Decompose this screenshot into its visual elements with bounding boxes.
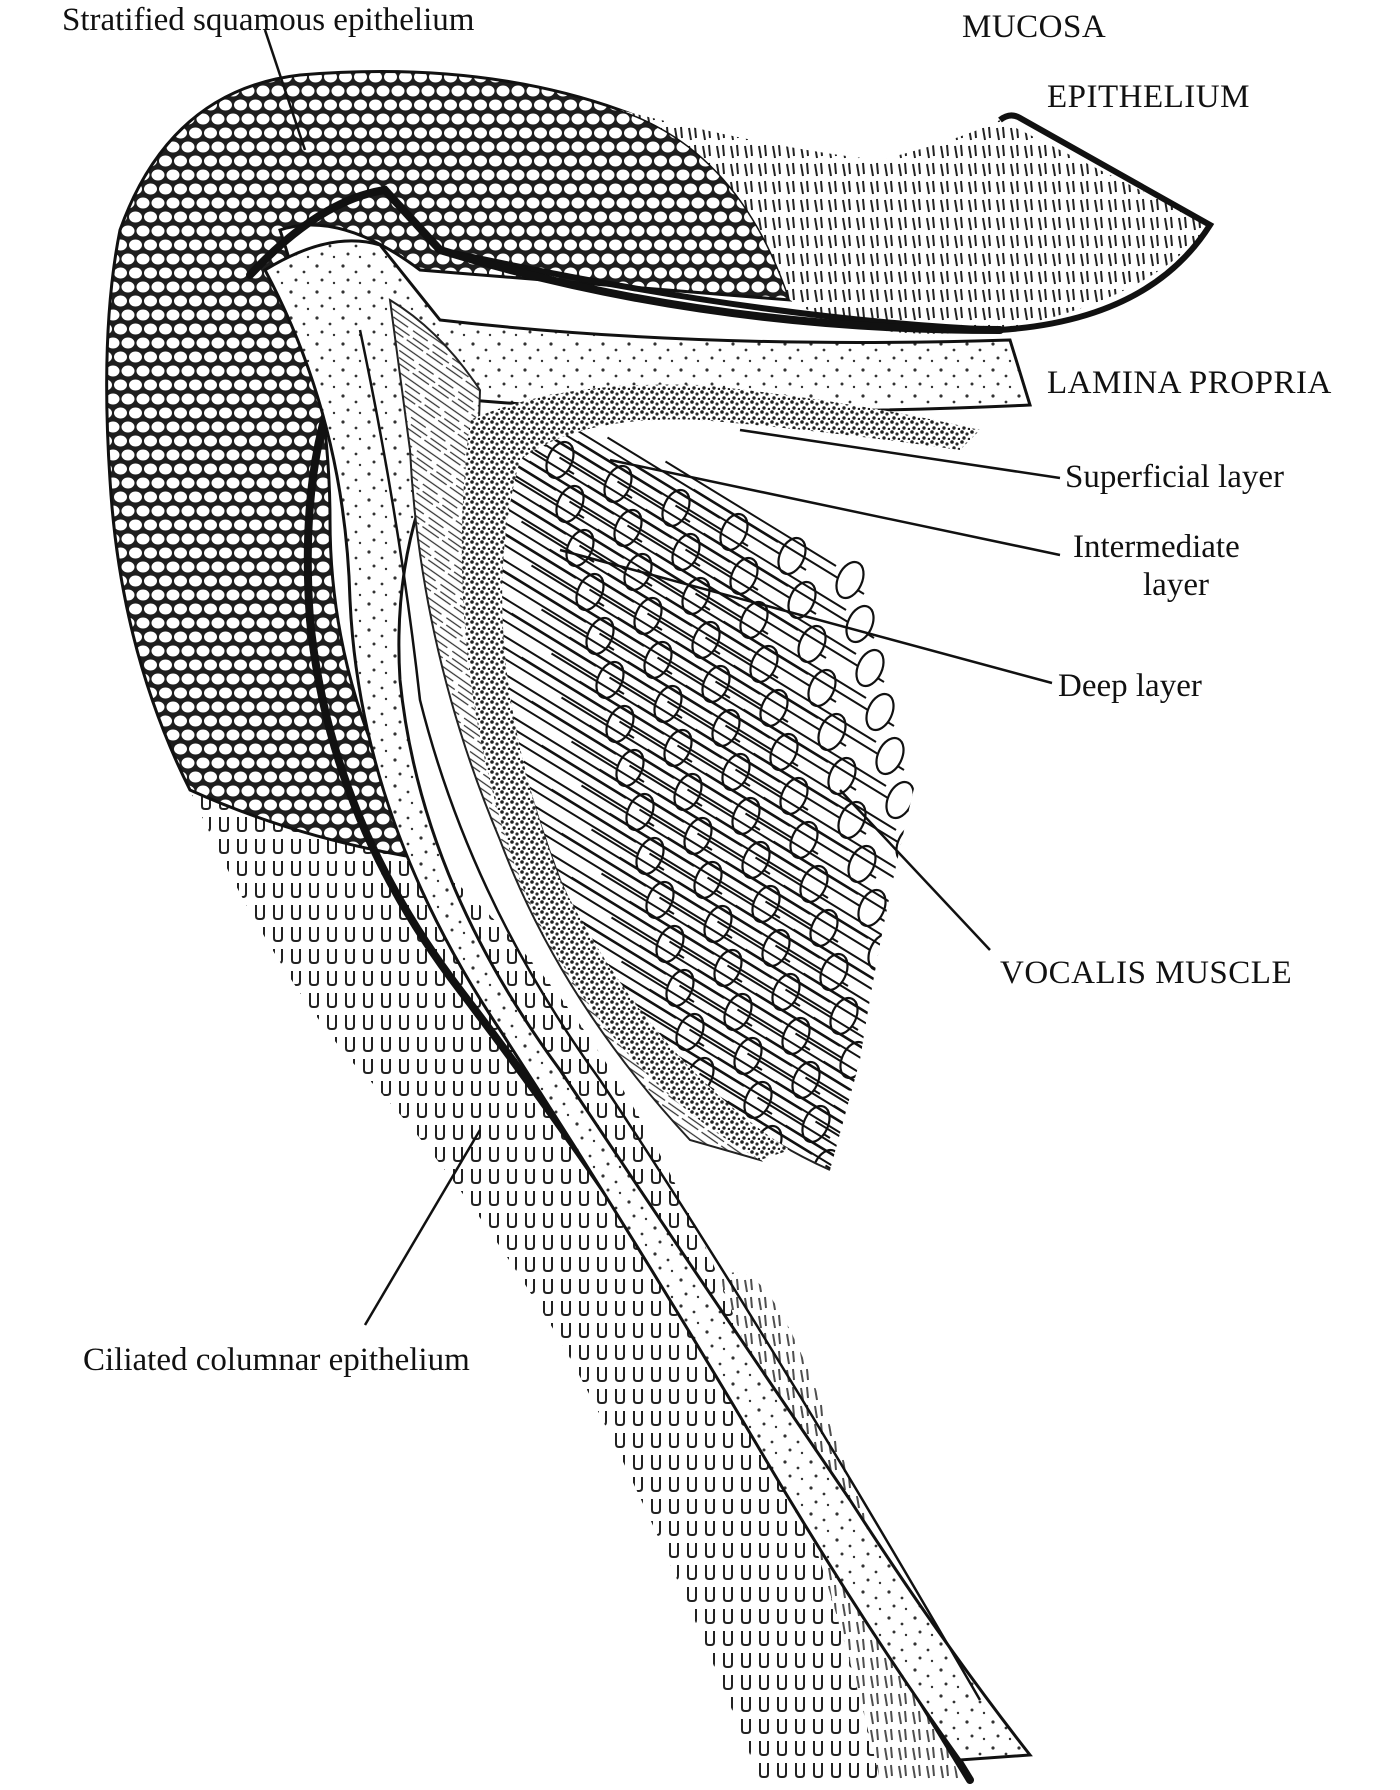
muscle-fiber-end [759,688,789,728]
muscle-fiber-end [915,912,945,952]
label-mucosa: MUCOSA [962,9,1106,45]
muscle-fiber-end [827,756,857,796]
label-intermediate-line2: layer [1143,567,1209,603]
muscle-fiber-end [865,692,895,732]
muscle-fiber-end [859,1128,889,1168]
label-stratified-squamous: Stratified squamous epithelium [62,2,475,38]
muscle-fiber-end [829,996,859,1036]
muscle-fiber-body [674,504,875,639]
muscle-fiber-end [855,648,885,688]
leader-deep [559,548,1053,685]
label-ciliated-columnar: Ciliated columnar epithelium [83,1342,470,1378]
muscle-fiber-end [807,668,837,708]
leader-superficial [739,428,1061,480]
muscle-fiber-body [724,724,925,859]
muscle-fiber-end [789,820,819,860]
muscle-fiber-end [847,844,877,884]
muscle-fiber-end [875,1214,913,1259]
muscle-fiber-end [877,976,907,1016]
muscle-fiber-end [809,908,839,948]
muscle-fiber-end [817,1190,855,1235]
leader-stratified [263,29,307,151]
label-superficial-layer: Superficial layer [1065,459,1284,495]
muscle-fiber-end [799,864,829,904]
muscle-fiber-end [865,1170,903,1215]
muscle-fiber-body [694,592,895,727]
muscle-fiber-end [729,556,759,596]
muscle-fiber-end [739,600,769,640]
label-deep-layer: Deep layer [1058,668,1202,704]
muscle-fiber-end [933,1238,971,1283]
muscle-fiber-end [897,1064,927,1104]
muscle-fiber-end [935,1000,965,1040]
muscle-fiber-end [965,1132,995,1170]
muscle-fiber-end [817,712,847,752]
muscle-fiber-end [981,1218,1019,1263]
muscle-fiber-end [797,624,827,664]
label-vocalis-muscle: VOCALIS MUSCLE [1000,955,1292,991]
label-lamina-propria: LAMINA PROPRIA [1047,365,1332,401]
muscle-fiber-body [814,1120,1000,1170]
muscle-fiber-end [887,1020,917,1060]
muscle-fiber-end [971,1174,1009,1219]
epithelium-surface-line [439,112,1215,334]
muscle-fiber-end [763,1168,793,1170]
lamina-propria-band [263,239,1033,1762]
leader-intermediate [609,458,1061,557]
muscle-fiber-body [824,1164,1000,1170]
muscle-fiber-end [875,736,905,776]
muscle-fiber-body [766,1140,967,1170]
muscle-fiber-end [769,732,799,772]
muscle-fiber-body [714,680,915,815]
leader-vocalis [839,789,991,951]
muscle-fiber-end [923,1194,961,1239]
muscle-fiber-end [945,1044,975,1084]
muscle-fiber-end [777,536,807,576]
muscle-fiber-end [917,1152,947,1170]
muscle-fiber-end [749,644,779,684]
muscle-fiber-body [684,548,885,683]
muscle-fiber-end [955,1088,985,1128]
muscle-fiber-end [925,956,955,996]
leader-lines [263,29,1061,1326]
muscle-fiber-end [787,580,817,620]
muscle-fiber-end [719,512,749,552]
dense-stipple-band [461,384,980,1160]
muscle-fiber-end [991,1262,1029,1307]
ciliated-epithelium-region [190,790,880,1780]
label-intermediate-line1: Intermediate [1073,529,1240,565]
muscle-fiber-end [835,560,865,600]
muscle-fiber-body [704,636,905,771]
muscle-fiber-end [779,776,809,816]
epithelium-cap [620,110,1210,334]
label-epithelium: EPITHELIUM [1047,79,1250,115]
muscle-fiber-end [819,952,849,992]
muscle-fiber-end [857,888,887,928]
lamina-inner-line [358,329,982,1701]
leader-ciliated [363,1129,482,1326]
muscle-fiber-end [907,1108,937,1148]
